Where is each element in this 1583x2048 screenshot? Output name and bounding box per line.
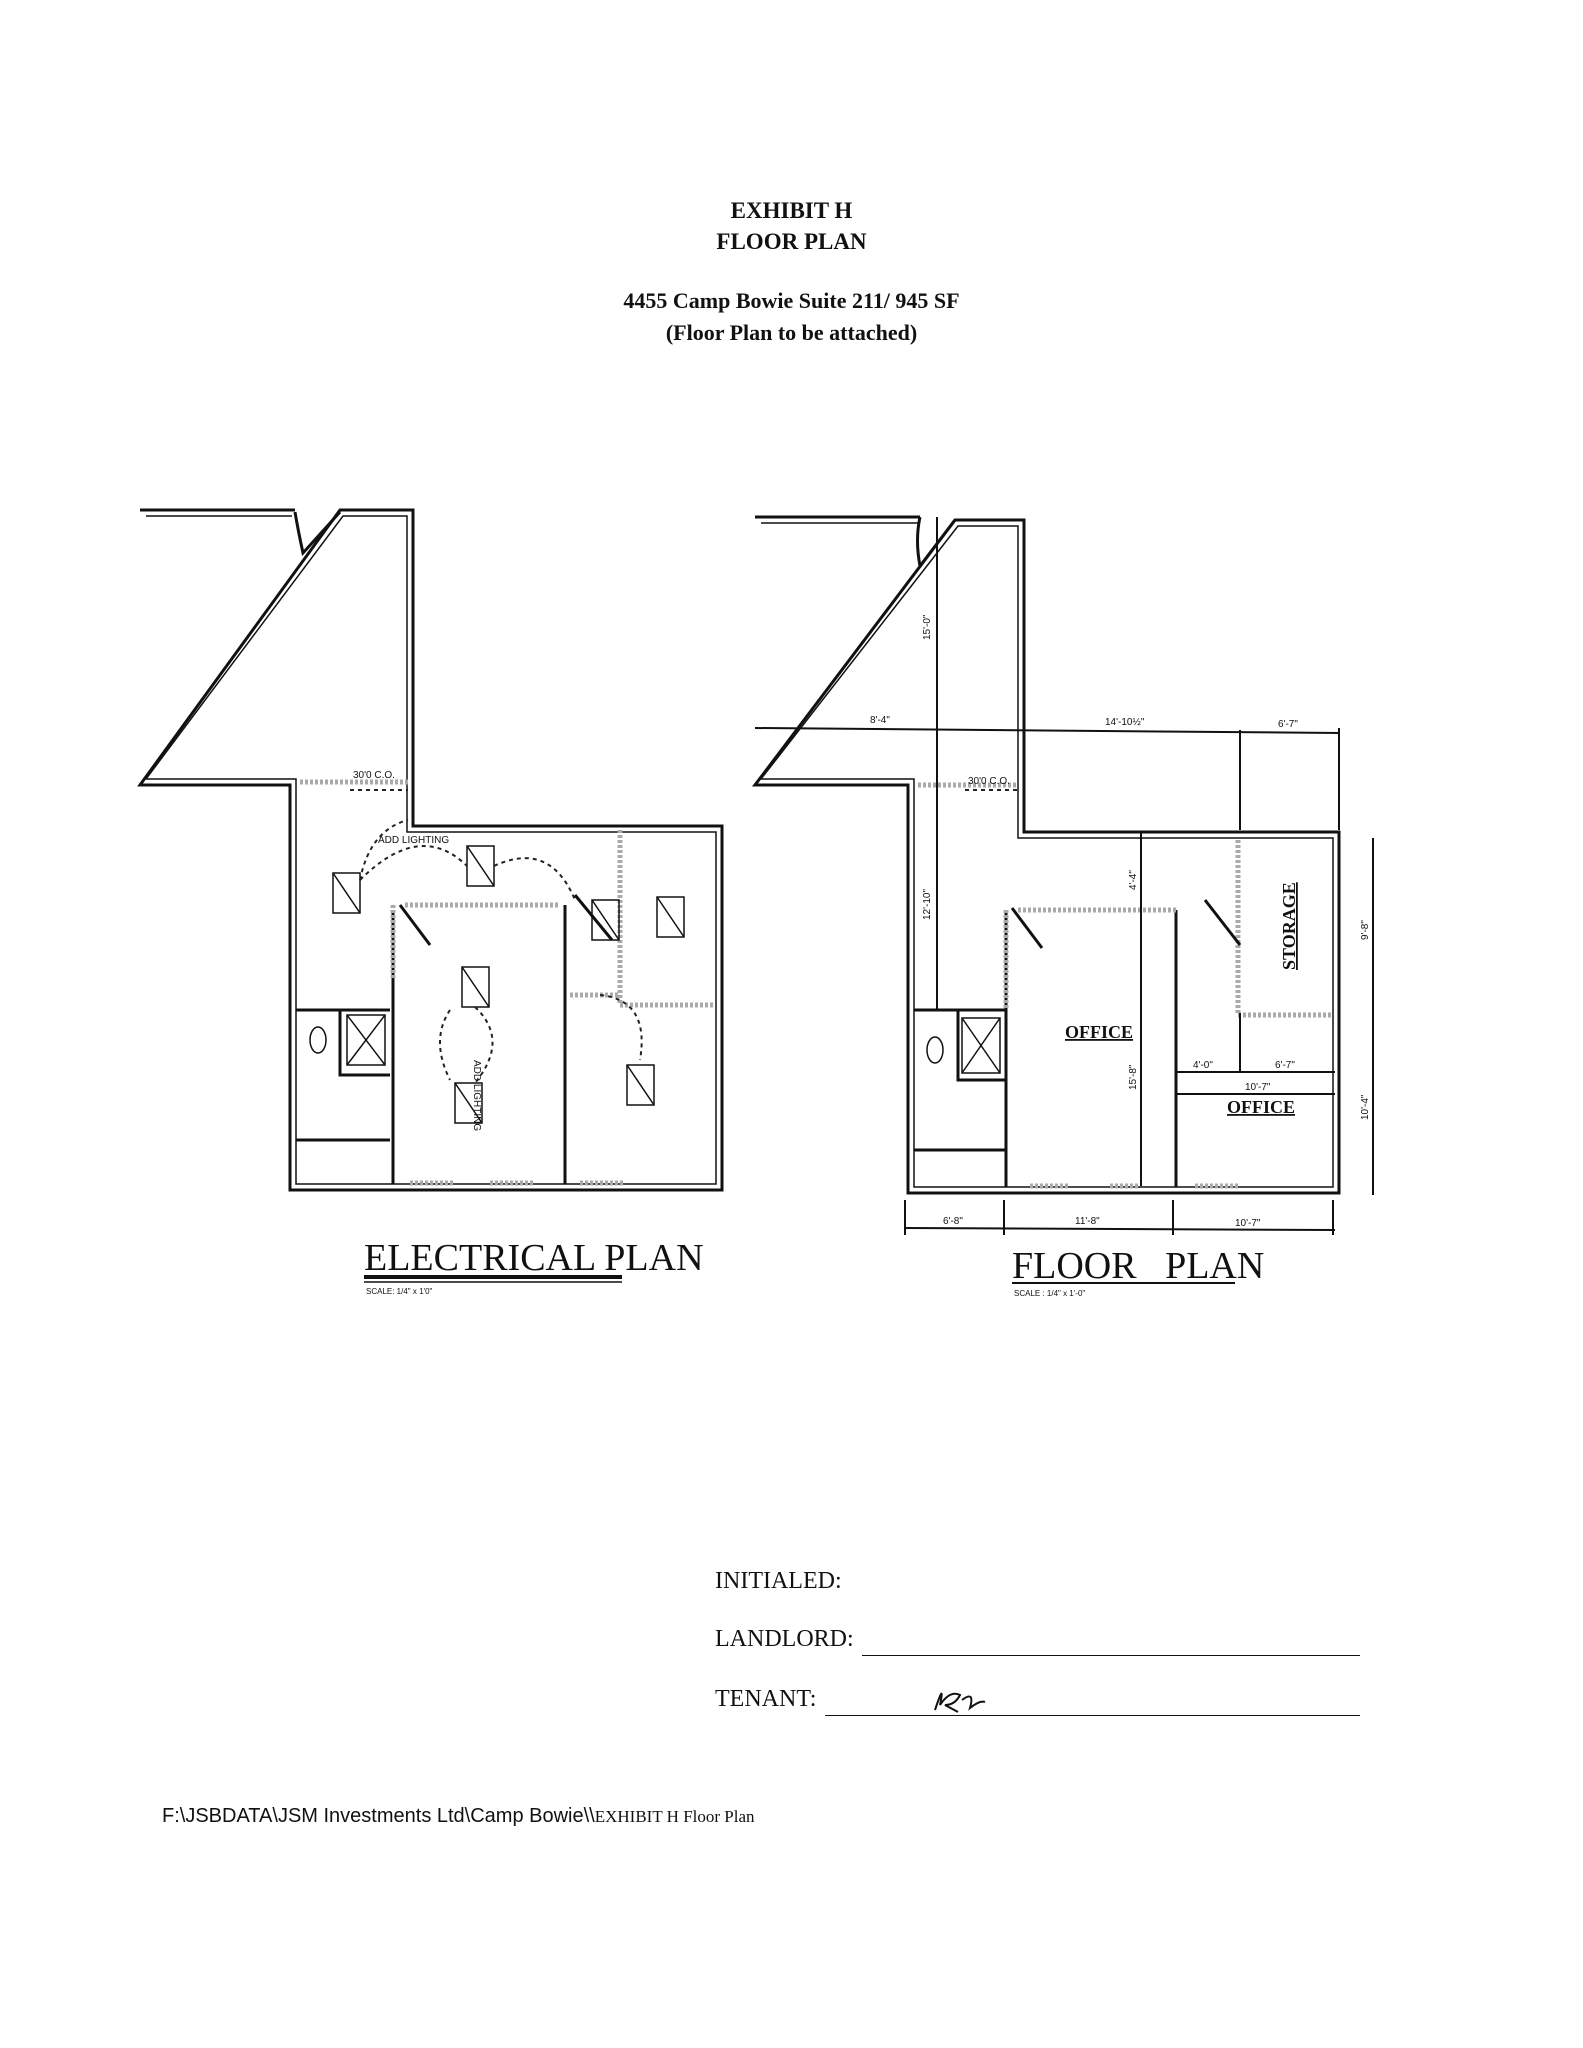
- dimension-bottom-right: 10'-7": [1235, 1218, 1261, 1229]
- room-label-office: OFFICE: [1227, 1097, 1295, 1117]
- dimension-mid-vertical: 12'-10": [922, 889, 933, 920]
- tenant-signature-line[interactable]: [825, 1715, 1360, 1716]
- floor-plan: 30'0 C.O. 8'-4" 14'-10½" 6'-: [751, 515, 1374, 1298]
- entry-door-icon: [293, 510, 342, 557]
- dimension-lines: [754, 517, 1374, 1235]
- dimension-upper-vertical: 15'-0": [922, 614, 933, 640]
- light-fixture-icons: [332, 845, 685, 1124]
- initialed-label: INITIALED:: [715, 1568, 842, 1594]
- landlord-label: LANDLORD:: [715, 1626, 854, 1652]
- tenant-initials-signature: [934, 1692, 986, 1713]
- floor-plan-outer-wall: [751, 515, 1341, 1195]
- file-path: F:\JSBDATA\JSM Investments Ltd\Camp Bowi…: [162, 1805, 595, 1827]
- dimension-bottom-mid: 11'-8": [1075, 1216, 1100, 1227]
- lighting-note: ADD LIGHTING: [471, 1060, 482, 1131]
- lighting-note: ADD LIGHTING: [378, 835, 449, 846]
- dimension-mid-left: 4'-0": [1193, 1060, 1213, 1071]
- dimension-bottom-left: 6'-8": [943, 1216, 963, 1227]
- dimension-office2-vertical: 10'-4": [1360, 1094, 1371, 1120]
- room-label-office: OFFICE: [1065, 1022, 1133, 1042]
- dimension-top-left: 8'-4": [870, 715, 890, 726]
- door-label: 30'0 C.O.: [353, 770, 395, 781]
- dimension-mid-total: 10'-7": [1245, 1082, 1271, 1093]
- dimension-storage-vertical: 9'-8": [1360, 920, 1371, 940]
- document-title: FLOOR PLAN: [716, 229, 867, 254]
- room-label-storage: STORAGE: [1279, 882, 1299, 970]
- electrical-plan-title: ELECTRICAL PLAN: [364, 1237, 704, 1279]
- entry-door-icon: [916, 516, 957, 570]
- dimension-office-vertical: 15'-8": [1128, 1064, 1139, 1090]
- landlord-signature-line[interactable]: [862, 1655, 1360, 1656]
- electrical-plan-outer-wall: [137, 508, 724, 1192]
- electrical-plan: 30'0 C.O. ADD LIGHTING ADD LIGHTING ELEC…: [137, 508, 724, 1296]
- floor-plan-title: FLOOR PLAN: [1012, 1245, 1264, 1287]
- dimension-office-upper: 4'-4": [1128, 870, 1139, 890]
- dimension-top-right: 6'-7": [1278, 719, 1298, 730]
- file-name: EXHIBIT H Floor Plan: [594, 1807, 755, 1826]
- tenant-label: TENANT:: [715, 1686, 817, 1712]
- file-path-footer: F:\JSBDATA\JSM Investments Ltd\Camp Bowi…: [162, 1805, 755, 1828]
- dimension-mid-right: 6'-7": [1275, 1060, 1295, 1071]
- dimension-top-mid: 14'-10½": [1105, 717, 1145, 728]
- attachment-note: (Floor Plan to be attached): [665, 320, 918, 345]
- door-label: 30'0 C.O.: [968, 776, 1010, 787]
- floor-plan-scale: SCALE : 1/4" x 1'-0": [1014, 1289, 1085, 1298]
- electrical-plan-scale: SCALE: 1/4" x 1'0": [366, 1287, 433, 1296]
- property-address: 4455 Camp Bowie Suite 211/ 945 SF: [623, 288, 960, 313]
- exhibit-label: EXHIBIT H: [730, 198, 853, 223]
